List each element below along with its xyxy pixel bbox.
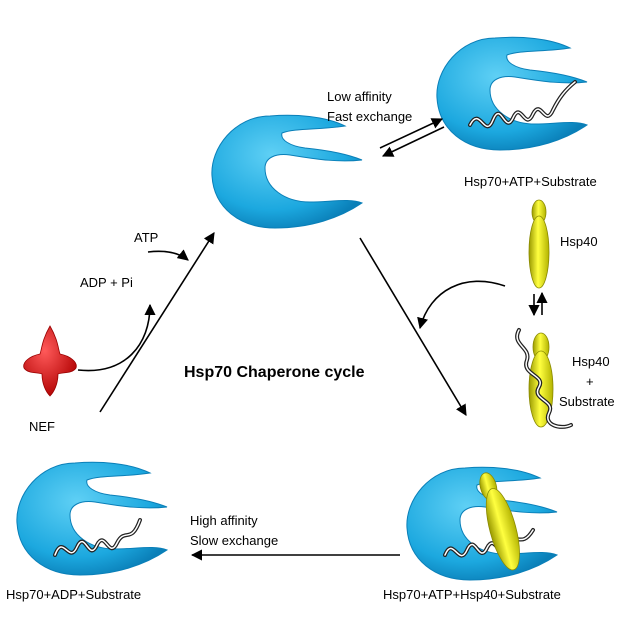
hsp70-atp-substrate-label: Hsp70+ATP+Substrate: [464, 174, 597, 189]
hsp70-atp-hsp40-substrate-label: Hsp70+ATP+Hsp40+Substrate: [383, 587, 561, 602]
hsp40-molecule: [528, 199, 550, 289]
hsp40-substrate-label-line1: Hsp40: [572, 354, 610, 369]
arrows: [77, 118, 548, 561]
hsp70-adp-substrate-molecule: [16, 461, 168, 576]
adp-pi-label: ADP + Pi: [80, 275, 133, 290]
high-affinity-label: High affinity: [190, 513, 258, 528]
nef-label: NEF: [29, 419, 55, 434]
slow-exchange-label: Slow exchange: [190, 533, 278, 548]
hsp40-label: Hsp40: [560, 234, 598, 249]
hsp70-free-molecule: [211, 114, 363, 229]
hsp70-atp-substrate-molecule: [436, 36, 588, 151]
atp-label: ATP: [134, 230, 158, 245]
hsp70-adp-substrate-label: Hsp70+ADP+Substrate: [6, 587, 141, 602]
hsp40-substrate-molecule: [515, 328, 573, 429]
diagram-title: Hsp70 Chaperone cycle: [184, 364, 365, 381]
low-affinity-label: Low affinity: [327, 89, 392, 104]
hsp40-substrate-label-line2: +: [586, 374, 594, 389]
fast-exchange-label: Fast exchange: [327, 109, 412, 124]
hsp40-substrate-label-line3: Substrate: [559, 394, 615, 409]
nef-molecule: [23, 325, 77, 397]
hsp70-atp-hsp40-substrate-molecule: [406, 466, 558, 581]
